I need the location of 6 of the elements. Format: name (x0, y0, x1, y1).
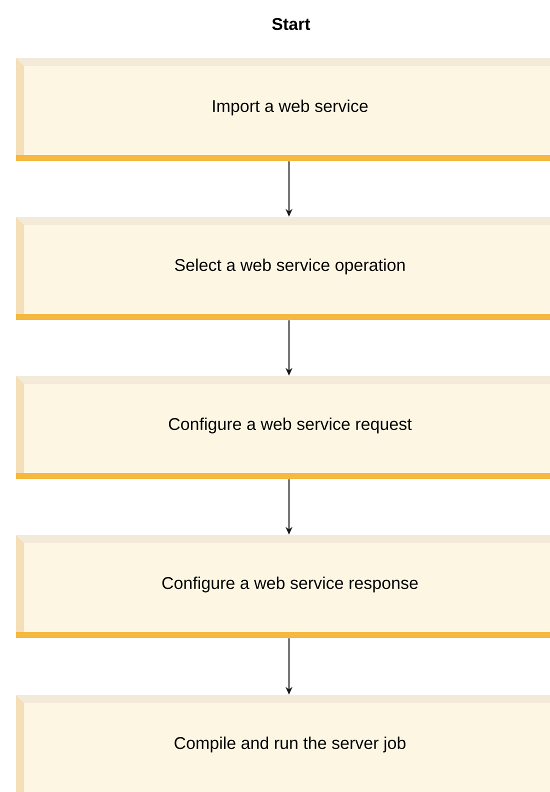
title: Start (272, 18, 310, 30)
process-box: Configure a web service response (16, 535, 550, 638)
process-box: Import a web service (16, 58, 550, 161)
process-box: Compile and run the server job (16, 695, 550, 792)
process-box: Select a web service operation (16, 217, 550, 320)
process-box: Configure a web service request (16, 376, 550, 479)
